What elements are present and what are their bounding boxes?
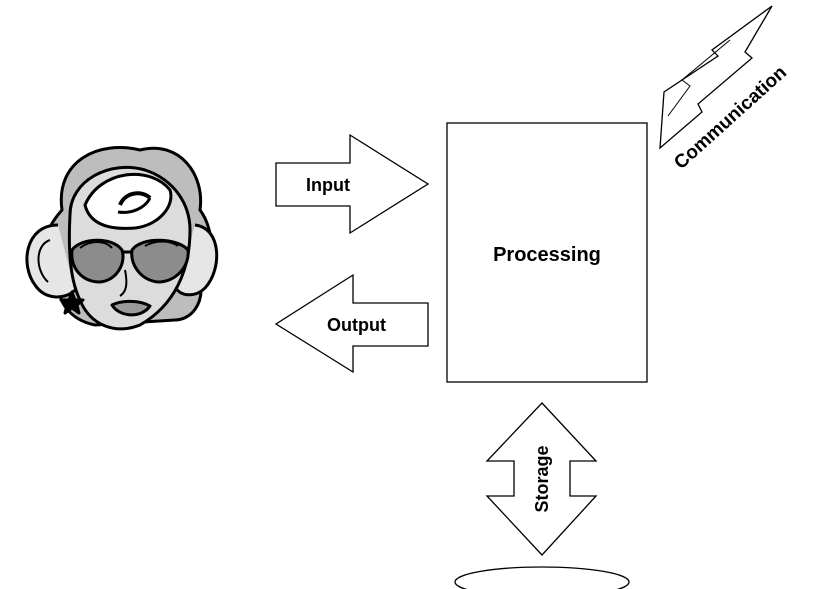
storage-arrow (485, 402, 598, 556)
output-label: Output (327, 315, 386, 335)
processing-box (446, 122, 648, 383)
input-arrow (275, 133, 430, 235)
user-face-icon (25, 146, 219, 331)
output-arrow (274, 273, 429, 374)
processing-label: Processing (493, 244, 601, 266)
storage-disk (454, 566, 630, 589)
input-label: Input (306, 175, 350, 195)
storage-label: Storage (532, 445, 552, 512)
